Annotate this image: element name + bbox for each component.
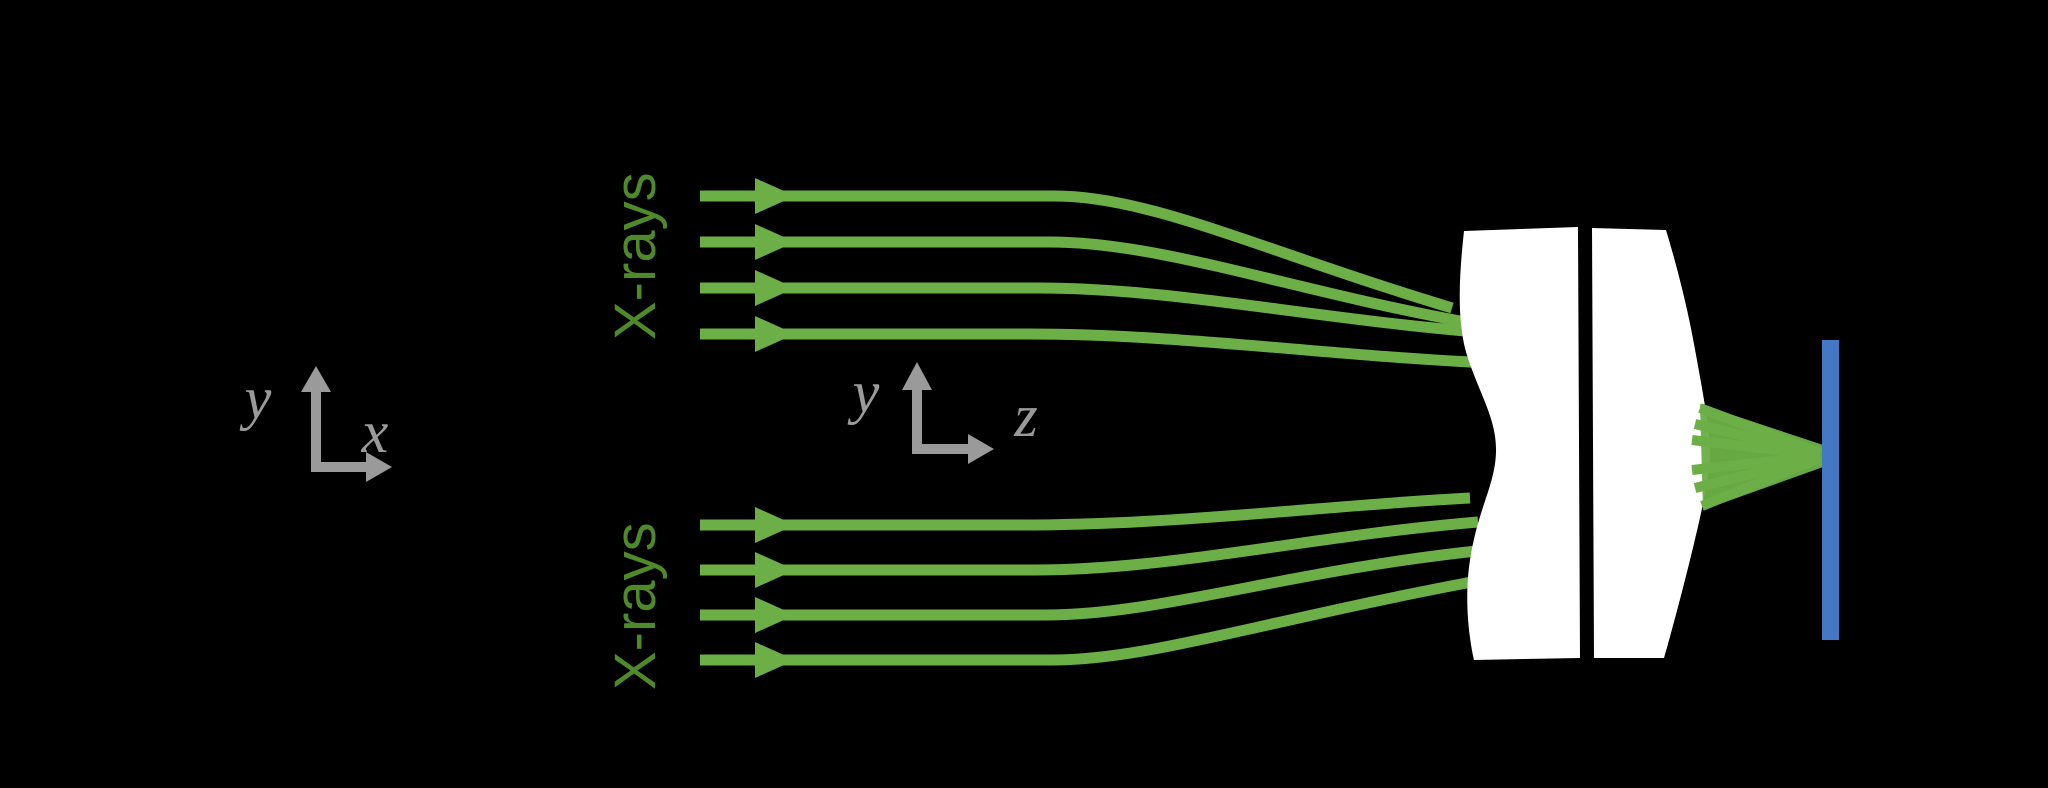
xrays-label-top-group: X-rays: [603, 172, 668, 340]
incoming-ray-upper-1: [700, 190, 1454, 314]
incoming-ray-lower-4: [700, 572, 1494, 666]
axis-y-arrow-right: [902, 362, 932, 452]
xrays-label-top: X-rays: [603, 172, 668, 340]
xrays-label-bottom: X-rays: [603, 522, 668, 690]
detector-bar: [1822, 340, 1839, 640]
ray-arrowhead-lower-2: [755, 552, 795, 588]
upper-ray-bundle: [700, 178, 1493, 369]
axis-label-y-left: y: [239, 365, 272, 431]
lens-center-gap: [1578, 227, 1592, 658]
lens-right-half: [1592, 228, 1710, 658]
incoming-ray-upper-3: [700, 282, 1478, 338]
xrays-label-bottom-group: X-rays: [603, 522, 668, 690]
axis-label-z-right: z: [1013, 383, 1037, 449]
incoming-ray-lower-1: [700, 492, 1471, 531]
ray-arrowhead-lower-1: [755, 507, 795, 543]
axis-label-y-right: y: [847, 359, 880, 425]
incoming-ray-lower-3: [700, 544, 1487, 621]
yz-axis-indicator: y z: [847, 359, 1038, 464]
ray-arrowhead-lower-4: [755, 642, 795, 678]
ray-arrowhead-upper-3: [755, 270, 795, 306]
axis-x-arrow-left: [311, 452, 392, 482]
compound-refractive-lens: [1459, 227, 1710, 660]
ray-arrowhead-lower-3: [755, 597, 795, 633]
exit-ray-cone: [1700, 404, 1826, 510]
incoming-ray-upper-2: [700, 236, 1466, 328]
axis-z-arrow-right: [912, 434, 994, 464]
ray-arrowhead-upper-4: [755, 316, 795, 352]
xy-axis-indicator: y x: [239, 365, 392, 482]
lens-left-half: [1459, 227, 1580, 660]
axis-label-x-left: x: [361, 399, 389, 465]
ray-arrowhead-upper-2: [755, 224, 795, 260]
incoming-ray-upper-4: [700, 328, 1493, 369]
incoming-ray-lower-2: [700, 516, 1479, 576]
ray-arrowhead-upper-1: [755, 178, 795, 214]
axis-y-arrow-left: [301, 366, 331, 470]
exit-ray-bundle: [1691, 403, 1826, 511]
lower-ray-bundle: [700, 492, 1494, 678]
